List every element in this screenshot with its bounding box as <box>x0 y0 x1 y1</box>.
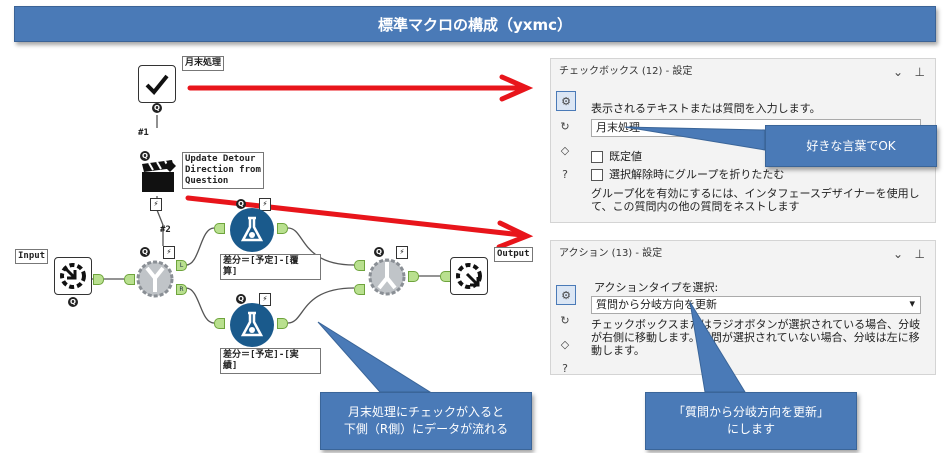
checkmark-icon <box>145 74 169 95</box>
callout-data-flow-text: 月末処理にチェックが入ると 下側（R側）にデータが流れる <box>343 405 509 436</box>
macro-input-icon <box>60 263 86 289</box>
lightning-icon: ⚡ <box>396 246 408 259</box>
default-label: 既定値 <box>609 150 642 163</box>
input-anchor <box>124 274 135 285</box>
output-anchor <box>408 271 419 282</box>
lightning-icon: ⚡ <box>259 293 271 306</box>
lightning-icon: ⚡ <box>150 198 162 211</box>
question-badge: Q <box>140 151 150 161</box>
output-anchor <box>277 223 288 234</box>
output-label: Output <box>494 247 533 262</box>
tag-icon[interactable]: ◇ <box>560 337 570 351</box>
connection-icon[interactable]: ↻ <box>560 313 570 327</box>
question-badge: Q <box>68 297 78 307</box>
flask-icon <box>240 311 264 337</box>
default-option[interactable]: 既定値 <box>591 150 642 163</box>
output-anchor <box>277 318 288 329</box>
checkbox-panel-title: チェックボックス (12) - 設定 <box>559 66 693 77</box>
checkbox-panel-header: チェックボックス (12) - 設定 ⌄ ⊥ <box>551 59 935 85</box>
r-input-anchor <box>354 284 365 295</box>
page-title: 標準マクロの構成（yxmc） <box>14 6 936 42</box>
connection-2-label: #2 <box>160 225 171 235</box>
action-type-select[interactable]: 質問から分岐方向を更新 ▾ <box>591 296 921 314</box>
flask-icon <box>240 216 264 242</box>
formula-tool-bottom[interactable] <box>230 303 274 347</box>
detour-merge-icon <box>368 258 406 296</box>
macro-output-icon <box>456 263 482 289</box>
detour-end-tool[interactable] <box>366 256 408 298</box>
collapse-label: 選択解除時にグループを折りたたむ <box>609 168 785 181</box>
pin-icon[interactable]: ⊥ <box>914 65 925 79</box>
detour-tool[interactable] <box>134 258 176 300</box>
clapperboard-icon <box>142 160 176 192</box>
collapse-checkbox[interactable] <box>591 169 603 181</box>
help-icon[interactable]: ? <box>562 361 568 375</box>
checkbox-prompt: 表示されるテキストまたは質問を入力します。 <box>591 102 821 115</box>
r-anchor: R <box>176 284 187 295</box>
formula-tool-top[interactable] <box>230 208 274 252</box>
callout-data-flow: 月末処理にチェックが入ると 下側（R側）にデータが流れる <box>320 392 532 450</box>
help-icon[interactable]: ? <box>562 167 568 181</box>
question-badge: Q <box>140 247 150 257</box>
default-checkbox[interactable] <box>591 151 603 163</box>
checkbox-tool-label: 月末処理 <box>182 56 225 71</box>
action-panel-header: アクション (13) - 設定 ⌄ ⊥ <box>551 241 935 267</box>
lightning-icon: ⚡ <box>259 198 271 211</box>
connection-1-label: #1 <box>138 128 149 138</box>
gear-icon[interactable]: ⚙ <box>556 91 576 111</box>
grouping-description: グループ化を有効にするには、インタフェースデザイナーを使用して、この質問内の他の… <box>591 187 920 213</box>
callout-update-direction-text: 「質問から分岐方向を更新」 にします <box>672 405 829 436</box>
detour-split-icon <box>136 260 174 298</box>
macro-output-tool[interactable] <box>450 257 488 295</box>
input-label: Input <box>15 249 49 264</box>
output-anchor <box>93 274 104 285</box>
collapse-option[interactable]: 選択解除時にグループを折りたたむ <box>591 168 784 181</box>
connection-icon[interactable]: ↻ <box>560 119 570 133</box>
chevron-down-icon[interactable]: ⌄ <box>893 247 904 261</box>
dropdown-arrow-icon[interactable]: ▾ <box>909 297 915 310</box>
question-badge: Q <box>236 294 246 304</box>
gear-icon[interactable]: ⚙ <box>556 285 576 305</box>
action-panel-title: アクション (13) - 設定 <box>559 248 663 259</box>
tag-icon[interactable]: ◇ <box>560 143 570 157</box>
action-type-value: 質問から分岐方向を更新 <box>596 298 717 311</box>
lightning-icon: ⚡ <box>163 246 175 259</box>
chevron-down-icon[interactable]: ⌄ <box>893 65 904 79</box>
pin-icon[interactable]: ⊥ <box>914 247 925 261</box>
l-anchor: L <box>176 260 187 271</box>
detour-tool-label: Update Detour Direction from Question <box>182 152 264 189</box>
action-description: チェックボックスまたはラジオボタンが選択されている場合、分岐が右側に移動します。… <box>591 318 921 357</box>
action-tool[interactable] <box>140 160 176 192</box>
formula-top-label: 差分＝[予定]-[覆 算] <box>220 254 321 280</box>
question-badge: Q <box>374 247 384 257</box>
question-badge: Q <box>152 103 162 113</box>
question-badge: Q <box>236 199 246 209</box>
callout-update-direction: 「質問から分岐方向を更新」 にします <box>645 392 857 450</box>
action-prompt: アクションタイプを選択: <box>594 281 719 294</box>
input-anchor <box>214 223 225 234</box>
checkbox-tool[interactable] <box>138 65 176 103</box>
formula-bottom-label: 差分＝[予定]-[実 績] <box>220 348 321 374</box>
callout-any-word: 好きな言葉でOK <box>765 125 937 167</box>
input-anchor <box>214 318 225 329</box>
macro-input-tool[interactable] <box>54 257 92 295</box>
l-input-anchor <box>354 260 365 271</box>
action-config-panel: アクション (13) - 設定 ⌄ ⊥ ⚙ ↻ ◇ ? アクションタイプを選択:… <box>550 240 936 375</box>
